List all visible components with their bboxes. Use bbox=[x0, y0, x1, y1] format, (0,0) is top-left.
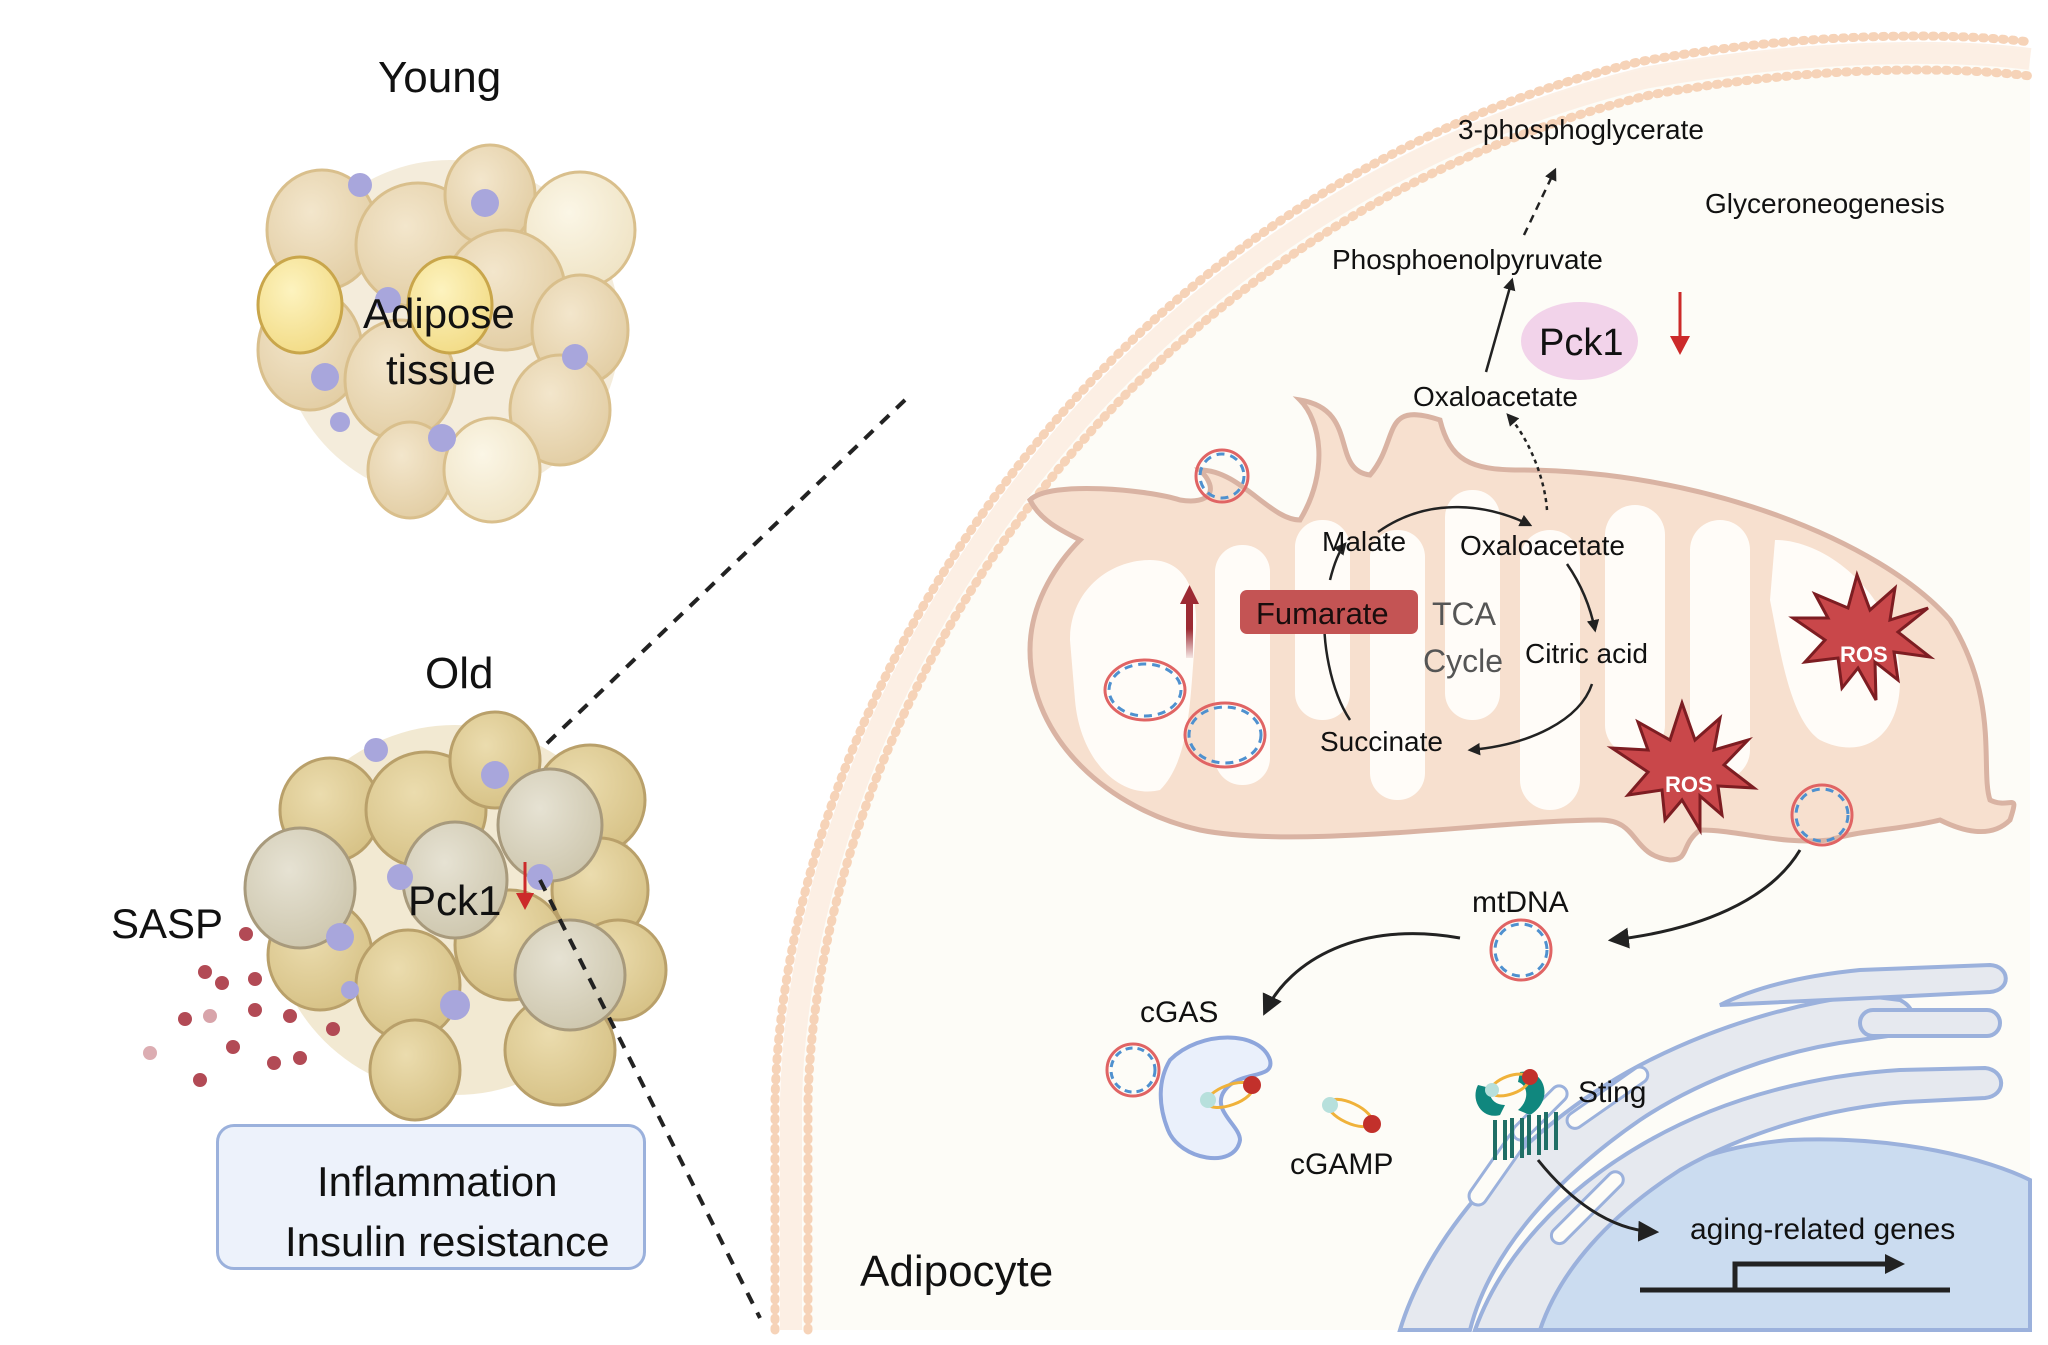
fumarate-highlight: Fumarate bbox=[1240, 590, 1418, 634]
succinate-label: Succinate bbox=[1320, 726, 1443, 757]
cycle-label: Cycle bbox=[1423, 643, 1504, 679]
sting-label: Sting bbox=[1578, 1076, 1647, 1109]
3-phosphoglycerate-label: 3-phosphoglycerate bbox=[1458, 114, 1704, 145]
young-heading: Young bbox=[378, 53, 502, 102]
mtdna-ring-released bbox=[1790, 783, 1854, 847]
adipocyte-label: Adipocyte bbox=[860, 1247, 1054, 1296]
citric-acid-label: Citric acid bbox=[1525, 638, 1648, 669]
gene-promoter-symbol bbox=[1640, 1254, 1950, 1293]
old-adipose-tissue bbox=[243, 710, 668, 1122]
pck1-enzyme-badge: Pck1 bbox=[1521, 302, 1638, 380]
cell-membrane-outer-leaflet bbox=[770, 31, 2035, 1335]
insulin-resistance-label: Insulin resistance bbox=[285, 1218, 610, 1265]
cgamp-molecule-bound bbox=[1200, 1076, 1261, 1109]
adipose-tissue-label-line1: Adipose bbox=[363, 290, 515, 337]
endoplasmic-reticulum bbox=[1397, 962, 2008, 1332]
pck1-enzyme-label: Pck1 bbox=[1539, 322, 1624, 364]
sasp-particles bbox=[143, 927, 340, 1087]
ros-label-2: ROS bbox=[1665, 772, 1713, 797]
old-pck1-label: Pck1 bbox=[408, 877, 502, 924]
phenotype-legend-box: Inflammation Insulin resistance bbox=[216, 1124, 646, 1270]
glyceroneogenesis-arrows bbox=[1484, 167, 1557, 511]
ros-label-1: ROS bbox=[1840, 642, 1888, 667]
mtdna-ring-top bbox=[1194, 448, 1250, 504]
signaling-arrows bbox=[1262, 849, 1802, 1242]
cgamp-molecule-free bbox=[1322, 1097, 1381, 1133]
zoom-guide-lines bbox=[538, 398, 907, 1319]
tca-label: TCA bbox=[1432, 596, 1496, 632]
sasp-label: SASP bbox=[111, 900, 224, 947]
fumarate-increase-arrow bbox=[1180, 585, 1199, 658]
cgas-label: cGAS bbox=[1140, 996, 1219, 1029]
mtdna-catenane bbox=[1103, 658, 1267, 769]
cgamp-label: cGAMP bbox=[1290, 1148, 1394, 1181]
cell-membrane-inner-leaflet bbox=[803, 65, 2035, 1335]
malate-label: Malate bbox=[1322, 526, 1407, 557]
ros-burst-2 bbox=[1606, 698, 1759, 836]
old-pck1-decrease-arrow bbox=[516, 862, 534, 910]
adipose-tissue-label-line2: tissue bbox=[386, 346, 496, 393]
ros-burst-1 bbox=[1788, 570, 1936, 701]
cell-membrane-tails bbox=[780, 41, 2032, 1330]
phosphoenolpyruvate-label: Phosphoenolpyruvate bbox=[1332, 244, 1603, 275]
fumarate-label: Fumarate bbox=[1256, 596, 1389, 631]
mito-oxaloacetate-label: Oxaloacetate bbox=[1460, 530, 1625, 561]
mtdna-label: mtDNA bbox=[1472, 886, 1569, 919]
cytosolic-oxaloacetate-label: Oxaloacetate bbox=[1413, 381, 1578, 412]
pck1-decrease-arrow bbox=[1670, 292, 1690, 355]
old-heading: Old bbox=[425, 649, 494, 698]
aging-related-genes-label: aging-related genes bbox=[1690, 1213, 1956, 1246]
tca-cycle-arrows bbox=[1323, 505, 1600, 756]
inflammation-label: Inflammation bbox=[317, 1158, 558, 1205]
sting-protein bbox=[1475, 1069, 1558, 1160]
mtdna-ring-cytosol bbox=[1489, 918, 1553, 982]
young-adipose-tissue bbox=[256, 143, 637, 524]
glyceroneogenesis-label: Glyceroneogenesis bbox=[1705, 188, 1945, 219]
